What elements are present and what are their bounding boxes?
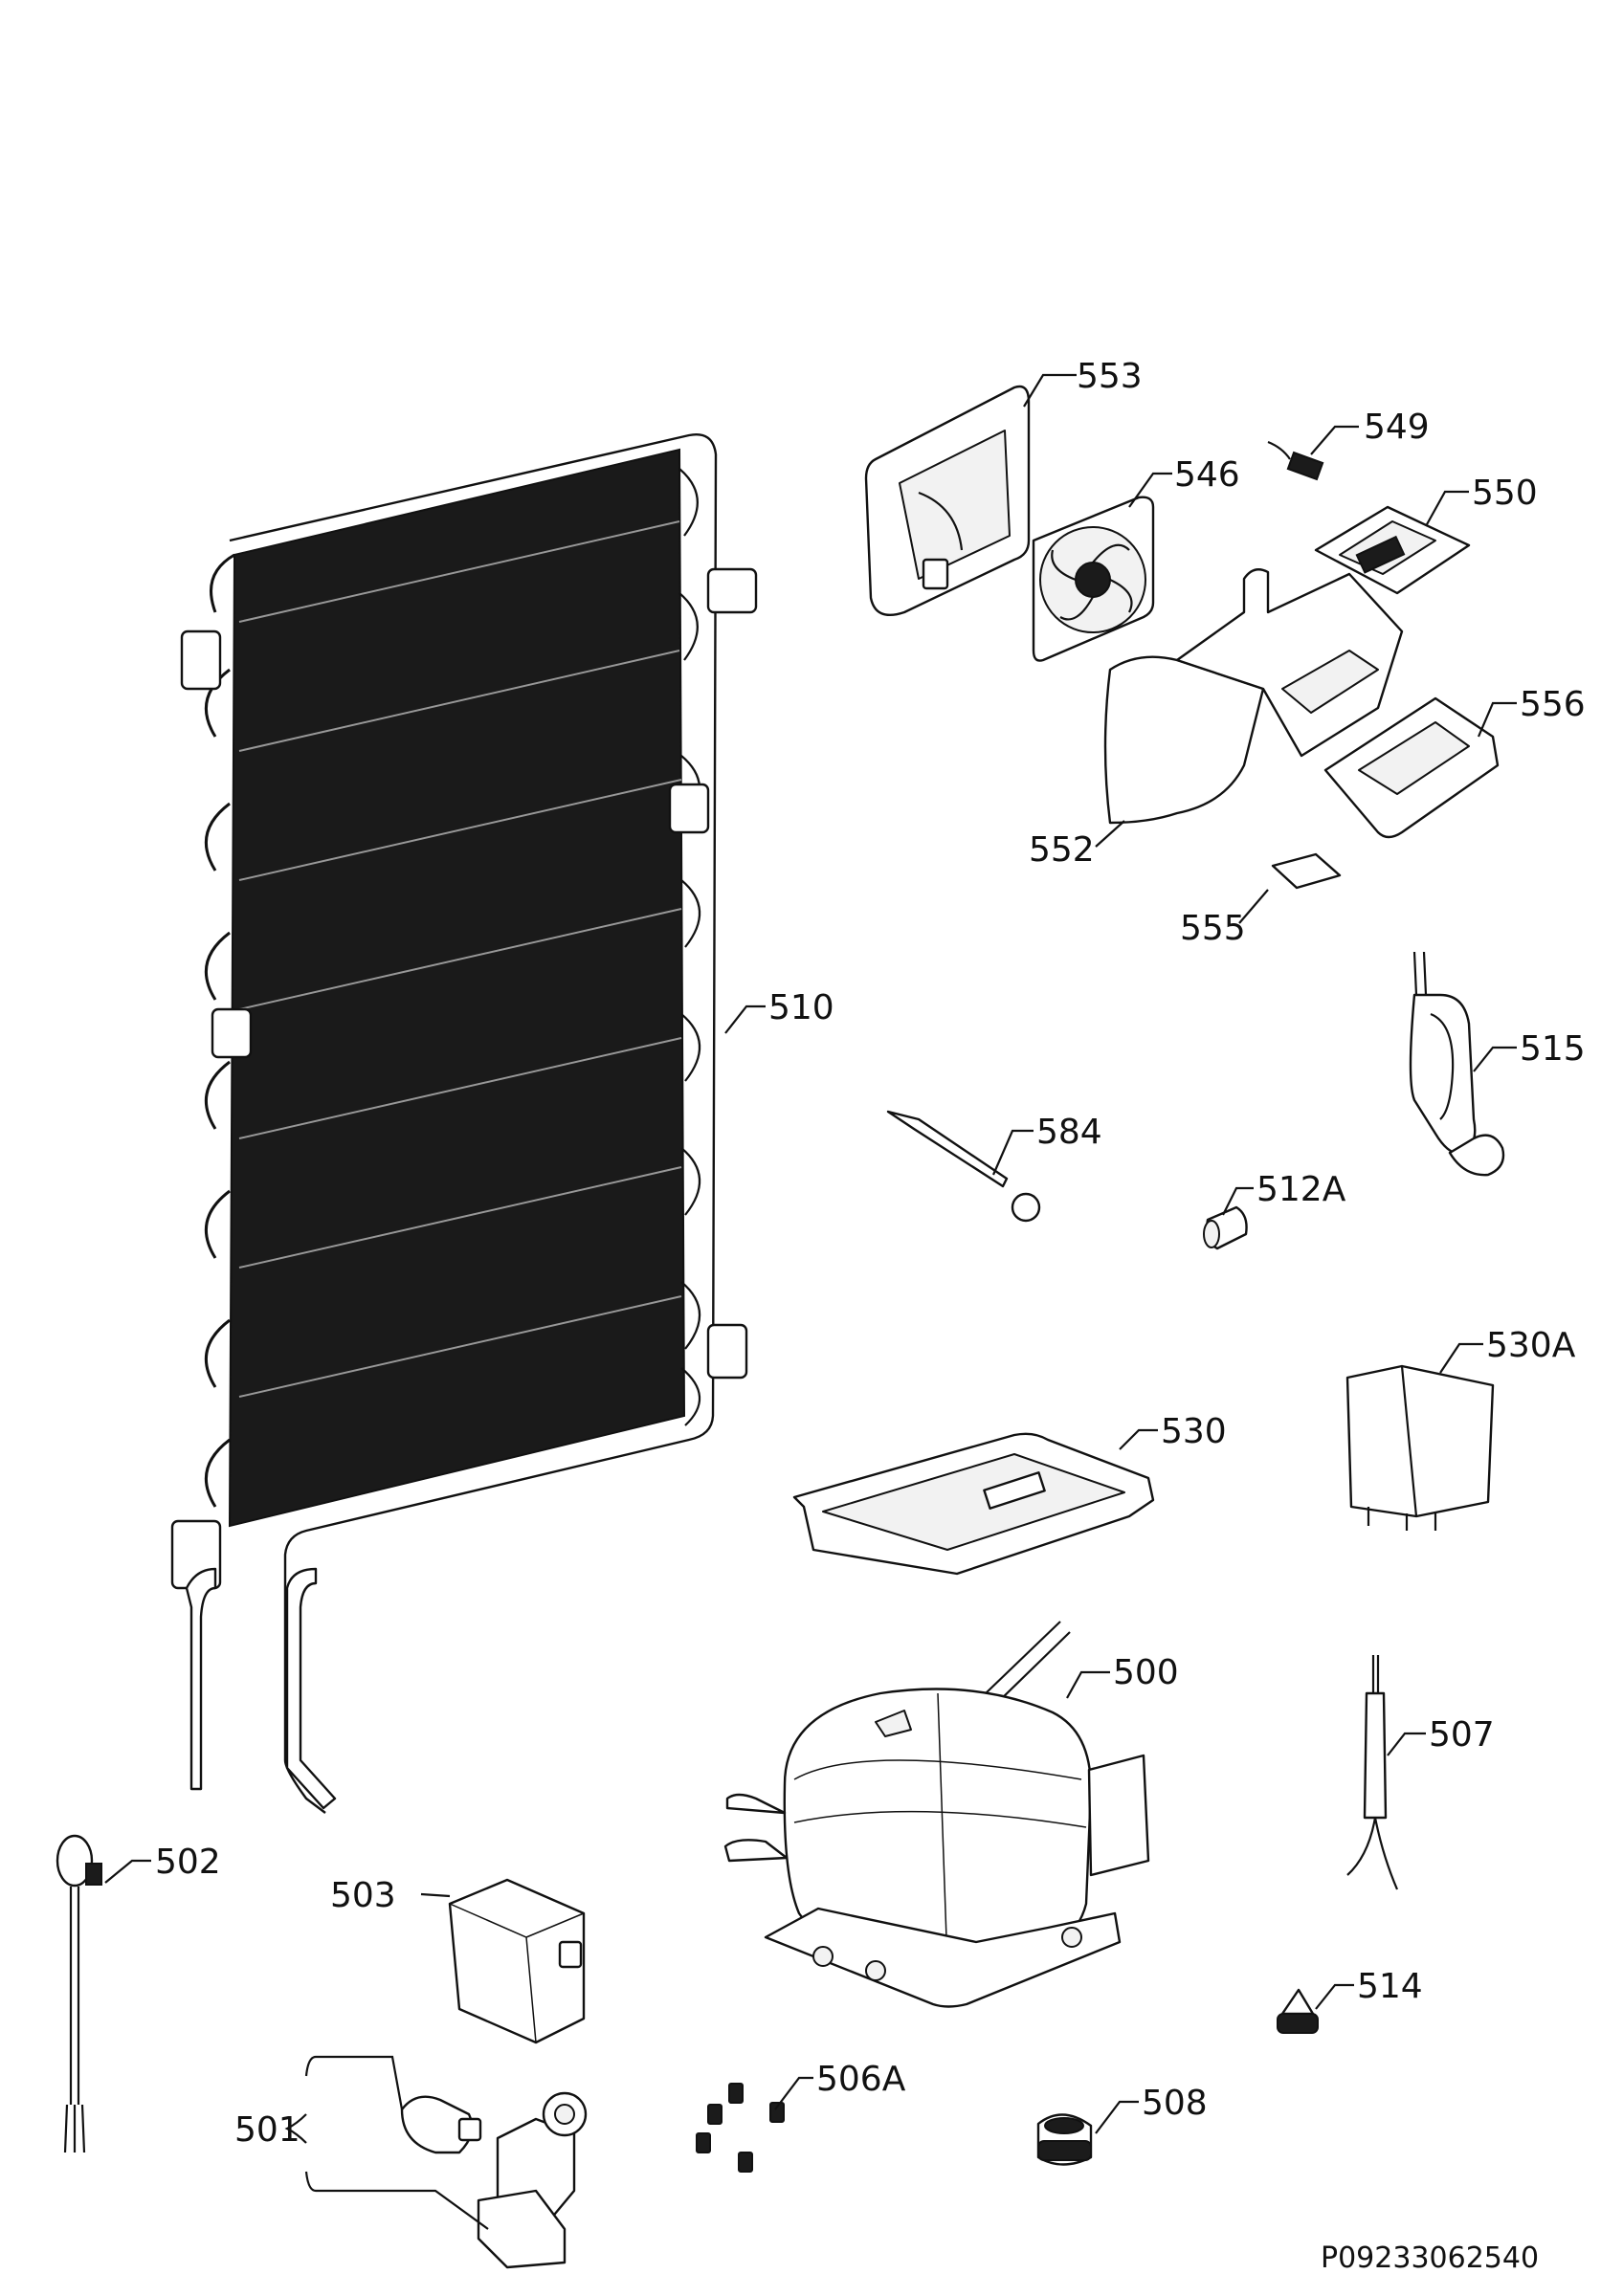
label-502: 502 <box>155 1843 221 1882</box>
part-530-tray <box>792 1432 1155 1576</box>
label-501: 501 <box>234 2110 300 2150</box>
part-556-drawer <box>1323 696 1500 839</box>
part-514-grommet <box>1277 1988 1319 2034</box>
label-507: 507 <box>1429 1715 1495 1755</box>
label-555: 555 <box>1180 909 1246 948</box>
condenser-fin-panel <box>228 448 686 1528</box>
label-515: 515 <box>1520 1029 1586 1069</box>
label-514: 514 <box>1357 1967 1423 2006</box>
label-530A: 530A <box>1486 1326 1576 1365</box>
part-500-compressor <box>723 1621 1150 2008</box>
label-546: 546 <box>1174 455 1240 495</box>
part-501-relay-set <box>400 2091 588 2269</box>
callout-labels: 553 549 546 550 556 552 555 510 515 584 … <box>155 357 1586 2150</box>
label-553: 553 <box>1077 357 1143 396</box>
drawing-code: P09233062540 <box>1321 2241 1539 2275</box>
part-555-pad <box>1271 852 1342 890</box>
part-546-fan <box>1032 496 1155 662</box>
label-508: 508 <box>1142 2084 1208 2123</box>
part-506A-screws <box>696 2083 785 2173</box>
label-512A: 512A <box>1256 1170 1346 1209</box>
part-549-sensor <box>1267 440 1324 481</box>
part-552-air-duct <box>1103 568 1404 825</box>
label-506A: 506A <box>816 2060 906 2099</box>
part-584-probe <box>886 1110 1041 1223</box>
label-584: 584 <box>1036 1113 1102 1152</box>
label-552: 552 <box>1029 830 1095 870</box>
label-549: 549 <box>1364 408 1430 447</box>
part-502-sensor-cable <box>56 1834 102 2153</box>
part-507-filter-drier <box>1346 1655 1399 1890</box>
label-550: 550 <box>1472 474 1538 513</box>
part-530A-cover <box>1345 1364 1495 1531</box>
part-510-condenser <box>170 433 758 1814</box>
label-510: 510 <box>768 988 834 1027</box>
part-508-grommet <box>1036 2113 1093 2166</box>
leader-lines <box>104 373 1517 2230</box>
part-515-heater <box>1409 951 1505 1177</box>
label-530: 530 <box>1161 1412 1227 1451</box>
label-556: 556 <box>1520 685 1586 724</box>
part-553-fan-housing <box>864 385 1031 617</box>
part-550-control-housing <box>1314 505 1471 595</box>
part-503-relay <box>448 1878 586 2044</box>
part-512A-plug <box>1203 1205 1248 1250</box>
label-500: 500 <box>1113 1653 1179 1692</box>
label-503: 503 <box>330 1876 396 1915</box>
